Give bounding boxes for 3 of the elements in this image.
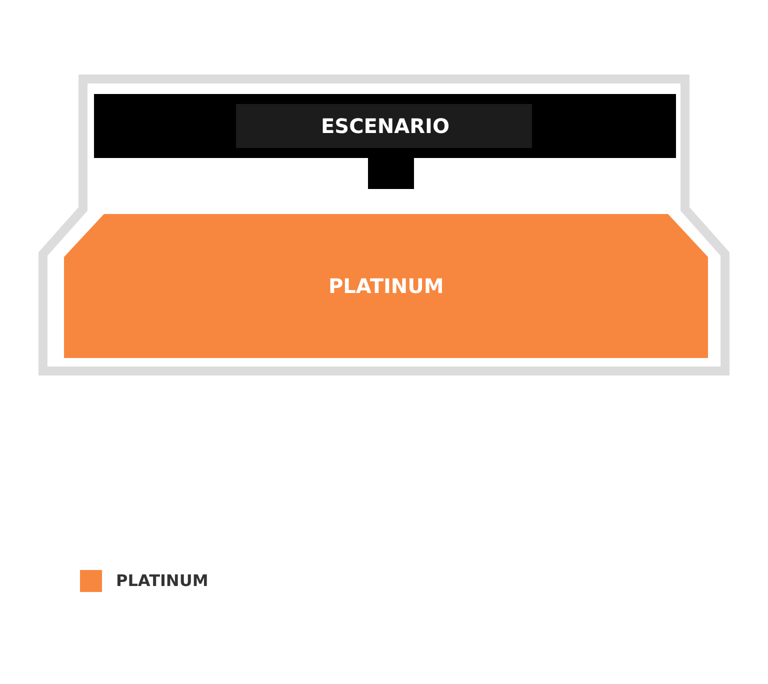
section-label: PLATINUM [328, 274, 444, 298]
stage-label: ESCENARIO [321, 114, 450, 138]
legend-label: PLATINUM [116, 571, 208, 590]
